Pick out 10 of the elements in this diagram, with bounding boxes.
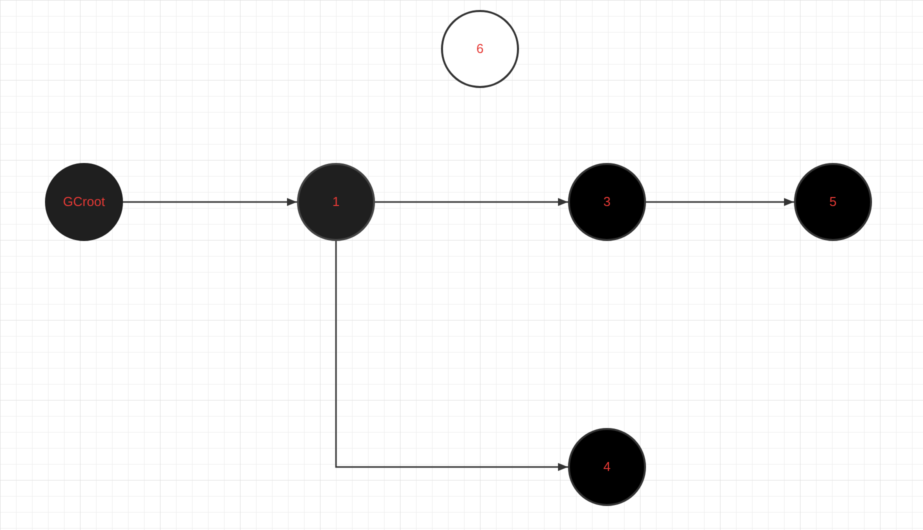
arrow bbox=[335, 241, 568, 471]
arrow bbox=[123, 198, 297, 206]
arrow bbox=[375, 198, 568, 206]
node-label: 1 bbox=[332, 193, 340, 212]
node-label: 6 bbox=[476, 40, 484, 58]
node-label: 5 bbox=[829, 193, 837, 212]
node-label: 3 bbox=[603, 193, 611, 212]
arrow bbox=[646, 198, 794, 206]
node-label: 4 bbox=[603, 458, 611, 476]
node-label: GCroot bbox=[63, 193, 105, 212]
